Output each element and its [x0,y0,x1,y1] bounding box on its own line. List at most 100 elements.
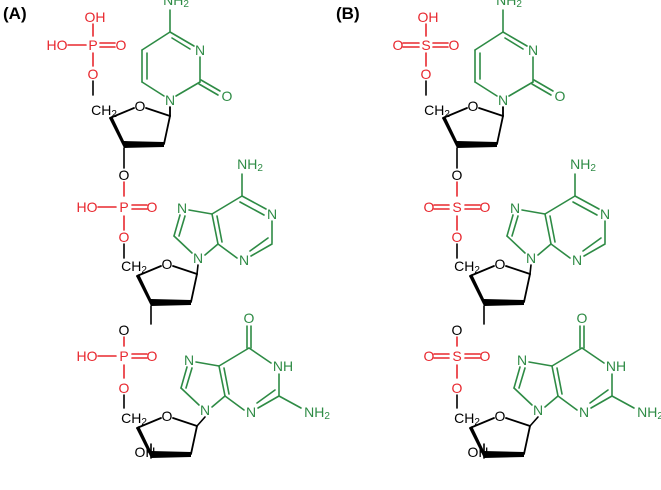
bond [163,115,171,145]
wedge-bond [124,141,164,148]
bond [136,265,162,277]
bond [188,209,213,215]
ch2-group: CH2 [121,410,147,428]
bond [169,31,195,47]
phosphorus-atom: P [88,37,97,53]
oxygen-atom: O [119,167,130,183]
ch2-group: CH2 [424,102,450,120]
bond [574,195,600,210]
hydroxyl-label: OH [135,444,156,460]
wedge-bond [469,426,484,458]
bond [190,425,198,455]
double-bond [198,83,219,96]
bond [136,417,162,429]
bond [590,395,613,409]
wedge-bond [484,299,524,306]
bond [550,243,571,259]
bond [611,395,635,409]
double-bond [256,389,276,404]
deoxyribose-sugar: O [136,256,198,306]
oxygen-atom: O [424,348,435,364]
oxygen-atom: O [88,66,99,82]
bond [544,213,552,245]
nitrogen-atom: N [200,402,210,418]
wedge-bond [151,299,191,306]
wedge-bond [457,141,497,148]
oxygen-atom: O [119,229,130,245]
hydroxyl-label: OH [468,444,489,460]
bond [551,347,583,367]
bond [173,235,193,254]
deoxyribose-sugar: O [469,256,531,306]
oxygen-atom: O [147,199,158,215]
bond [211,195,243,215]
nitrogen-atom: N [510,200,520,216]
bond [474,81,498,97]
bond [175,81,201,97]
bond [478,107,504,117]
nitrogen-atom: N [572,252,582,268]
oxygen-atom: O [452,322,463,338]
oxygen-atom: O [452,380,463,396]
nitrogen-atom: N [246,404,256,420]
nitrogen-atom: N [579,404,589,420]
bond [529,416,539,427]
ch2-group: CH2 [121,258,147,276]
double-bond [178,215,186,237]
wedge-bond [109,116,124,148]
bond [506,235,526,254]
oxygen-atom: O [116,37,127,53]
double-bond [518,367,526,389]
bond [241,195,267,210]
bond [513,366,521,389]
bond [544,395,559,408]
deoxyribose-sugar: O [442,98,504,148]
hydroxyl-label: HO [77,348,98,364]
oxygen-atom: O [222,88,233,104]
oxygen-atom: O [480,348,491,364]
oxygen-atom: O [452,167,463,183]
ch2-group: CH2 [454,410,480,428]
bond [513,387,533,406]
amino-group: NH2 [237,156,263,174]
bond [196,264,199,275]
oxygen-atom: O [449,37,460,53]
sulfur-atom: S [452,199,461,215]
bond [195,361,220,367]
bond [141,31,171,51]
bond [257,395,280,409]
oxygen-atom: O [119,322,130,338]
nitrogen-atom: N [267,206,277,222]
double-bond [582,237,602,252]
double-bond [223,367,230,395]
deoxyribose-sugar: O [469,408,531,458]
ring-oxygen: O [495,408,506,424]
bond [172,265,198,275]
nitrogen-atom: N [498,92,508,108]
bond [173,214,181,237]
bond [537,243,552,256]
bond [505,417,531,427]
ch2-group: CH2 [454,258,480,276]
nitrogen-atom: N [165,92,175,108]
oxygen-atom: O [424,199,435,215]
double-bond [533,79,554,92]
double-bond [185,367,193,389]
bond [180,387,200,406]
oxygen-atom: O [577,310,588,326]
bond [469,265,495,277]
ring-oxygen: O [468,98,479,114]
nitrogen-atom: N [195,42,205,58]
bond [211,395,226,408]
bond [523,425,531,455]
oxygen-atom: O [421,66,432,82]
bond [583,243,606,257]
bond [544,195,576,215]
amino-group: NH2 [496,0,522,10]
